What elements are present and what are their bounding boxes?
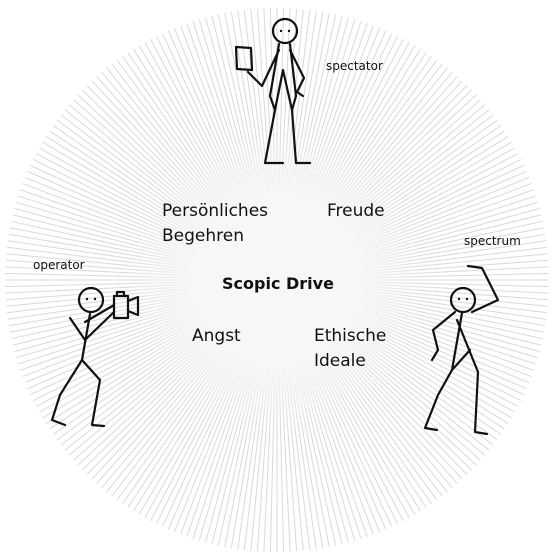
operator-label: operator xyxy=(33,258,85,272)
spectrum-label: spectrum xyxy=(464,234,521,248)
spectator-label: spectator xyxy=(326,59,383,73)
quadrant-label-top-right: Freude xyxy=(327,201,385,221)
quadrant-label-bottom-right: Ethische Ideale xyxy=(314,326,387,371)
burst-center xyxy=(127,130,427,430)
quadrant-label-top-left: Persönliches Begehren xyxy=(162,201,269,246)
quadrant-label-bottom-left: Angst xyxy=(192,326,241,346)
center-title: Scopic Drive xyxy=(222,274,334,293)
